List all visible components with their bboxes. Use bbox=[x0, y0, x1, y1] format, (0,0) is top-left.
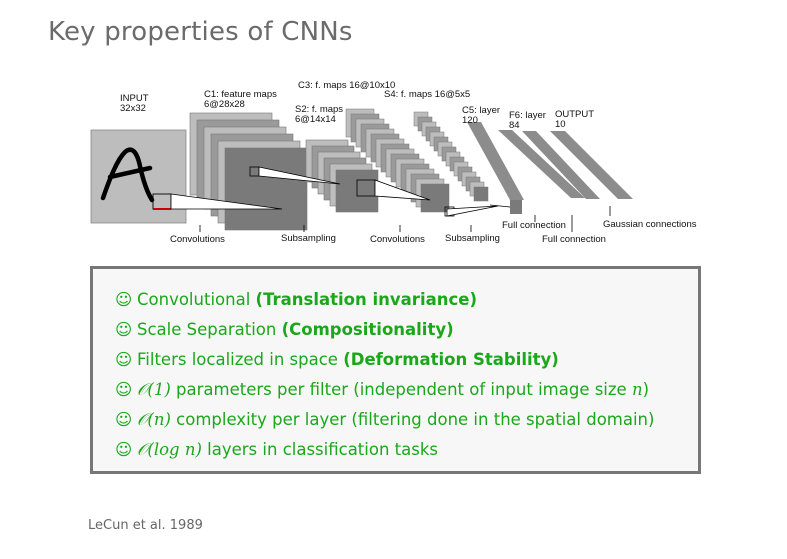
output-band bbox=[550, 131, 633, 199]
item-emphasis: (Deformation Stability) bbox=[343, 349, 559, 369]
smiley-icon: ☺ bbox=[115, 349, 133, 369]
c3-feature-maps bbox=[345, 108, 450, 213]
s4-feature-maps bbox=[413, 111, 489, 202]
list-item: ☺𝒪(n) complexity per layer (filtering do… bbox=[115, 405, 654, 435]
handwritten-a-glyph bbox=[100, 147, 155, 203]
subsampling-projection-1 bbox=[258, 166, 341, 185]
s4-to-c5-line bbox=[489, 204, 511, 208]
properties-list: ☺Convolutional (Translation invariance) … bbox=[115, 285, 654, 464]
conv-projection-1 bbox=[170, 193, 283, 210]
smiley-icon: ☺ bbox=[115, 439, 133, 459]
smiley-icon: ☺ bbox=[115, 409, 133, 429]
label-c5: C5: layer bbox=[462, 105, 500, 116]
label-s4: S4: f. maps 16@5x5 bbox=[384, 89, 470, 100]
item-math: 𝒪(n) bbox=[137, 409, 171, 429]
label-c5-size: 120 bbox=[462, 115, 478, 126]
label-convolutions-1: Convolutions bbox=[170, 234, 225, 245]
conv-projection-2 bbox=[374, 179, 431, 201]
label-gaussian-connections: Gaussian connections bbox=[603, 219, 697, 230]
list-item: ☺𝒪(1) parameters per filter (independent… bbox=[115, 375, 654, 405]
list-item: ☺Filters localized in space (Deformation… bbox=[115, 345, 654, 375]
item-math: 𝒪(log n) bbox=[137, 439, 202, 459]
receptive-field-marker bbox=[153, 208, 171, 210]
subsampling-projection-2 bbox=[446, 205, 499, 217]
item-text: Convolutional bbox=[137, 290, 256, 309]
item-text: complexity per layer (filtering done in … bbox=[170, 409, 655, 429]
label-output-size: 10 bbox=[555, 119, 566, 130]
smiley-icon: ☺ bbox=[115, 319, 133, 339]
label-c1: C1: feature maps bbox=[204, 89, 277, 100]
item-emphasis: (Compositionality) bbox=[281, 319, 454, 339]
slide-title: Key properties of CNNs bbox=[48, 17, 353, 47]
item-text: ) bbox=[642, 379, 650, 399]
label-s2: S2: f. maps bbox=[295, 104, 343, 115]
f6-band-1 bbox=[498, 130, 585, 198]
s2-feature-maps bbox=[305, 139, 379, 213]
label-c3: C3: f. maps 16@10x10 bbox=[298, 80, 395, 91]
label-c1-size: 6@28x28 bbox=[204, 99, 245, 110]
label-output: OUTPUT bbox=[555, 109, 594, 120]
label-subsampling-1: Subsampling bbox=[281, 233, 336, 244]
label-input: INPUT bbox=[120, 93, 149, 104]
label-full-connection-2: Full connection bbox=[542, 234, 606, 245]
c1-feature-maps bbox=[189, 112, 308, 231]
label-full-connection-1: Full connection bbox=[502, 220, 566, 231]
label-convolutions-2: Convolutions bbox=[370, 234, 425, 245]
connector-ticks bbox=[199, 206, 611, 232]
properties-box: ☺Convolutional (Translation invariance) … bbox=[90, 266, 701, 474]
f6-band-2 bbox=[522, 131, 600, 199]
item-math: n bbox=[631, 379, 643, 399]
item-math: 𝒪(1) bbox=[137, 379, 171, 399]
list-item: ☺𝒪(log n) layers in classification tasks bbox=[115, 435, 654, 465]
label-f6-size: 84 bbox=[509, 120, 520, 131]
item-text: layers in classification tasks bbox=[201, 439, 438, 459]
item-emphasis: (Translation invariance) bbox=[255, 290, 477, 309]
smiley-icon: ☺ bbox=[115, 379, 133, 399]
smiley-icon: ☺ bbox=[115, 290, 133, 309]
item-text: Filters localized in space bbox=[137, 349, 344, 369]
list-item: ☺Scale Separation (Compositionality) bbox=[115, 315, 654, 345]
list-item: ☺Convolutional (Translation invariance) bbox=[115, 285, 654, 315]
item-text: parameters per filter (independent of in… bbox=[170, 379, 632, 399]
item-text: Scale Separation bbox=[137, 319, 282, 339]
label-s2-size: 6@14x14 bbox=[295, 114, 336, 125]
label-subsampling-2: Subsampling bbox=[445, 233, 500, 244]
label-input-size: 32x32 bbox=[120, 103, 146, 114]
c5-layer-block bbox=[510, 200, 522, 214]
c5-band bbox=[467, 122, 524, 200]
label-f6: F6: layer bbox=[509, 110, 546, 121]
input-image bbox=[90, 129, 187, 224]
lenet-architecture-diagram: INPUT 32x32 C1: feature maps 6@28x28 C3:… bbox=[90, 80, 697, 245]
citation: LeCun et al. 1989 bbox=[88, 518, 203, 533]
